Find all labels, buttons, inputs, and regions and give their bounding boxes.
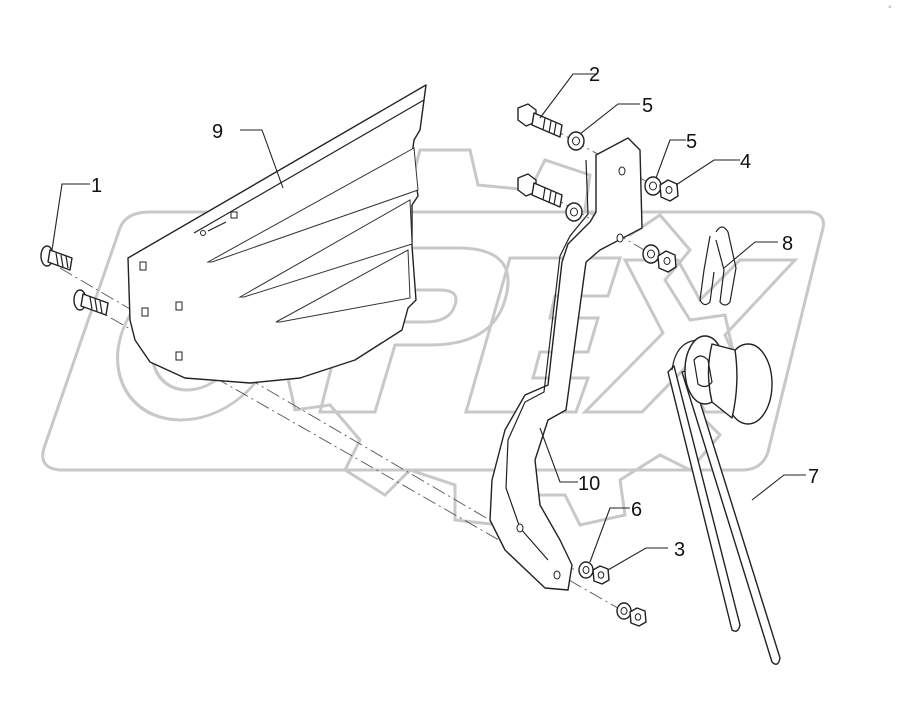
plate-rib-1 [206, 147, 419, 263]
hex-nut-lower-upper [592, 565, 610, 585]
washer-top-left [567, 131, 585, 151]
callout-10: 10 [578, 473, 600, 495]
washer-mid-right [642, 244, 660, 264]
bracket-hole [516, 523, 524, 533]
washer-lower-upper [578, 561, 594, 579]
callout-7: 7 [808, 466, 819, 488]
watermark-letter-e [464, 256, 623, 414]
bracket-hole [553, 570, 561, 580]
hex-bolt-middle [517, 173, 563, 208]
leader-7 [751, 474, 806, 501]
plate-engraving [207, 221, 227, 232]
bracket-arm [489, 137, 643, 591]
callout-5-right: 5 [686, 131, 697, 153]
plate-logo-mark [200, 230, 206, 236]
handle-knob-neck [707, 343, 738, 419]
leader-8 [723, 241, 778, 269]
corner-mark: ° [888, 4, 892, 14]
callout-3: 3 [674, 539, 685, 561]
leader-1 [51, 183, 90, 251]
hex-nut-lower-lower [629, 607, 647, 627]
plate-rib-2 [238, 199, 413, 298]
washer-top-right [644, 176, 662, 196]
watermark-letter-p [318, 246, 510, 414]
leader-3 [607, 547, 668, 571]
plate-hole [175, 301, 183, 311]
bracket-arm-body [489, 137, 643, 591]
callout-4: 4 [740, 151, 751, 173]
spring-clip-wire [699, 226, 737, 306]
hex-bolt-top [517, 103, 563, 138]
bracket-hole [616, 233, 624, 243]
handle-rod-1 [667, 365, 741, 632]
spring-clip [699, 226, 737, 306]
carriage-bolt-upper [40, 245, 73, 271]
leader-10 [539, 427, 578, 483]
washer-lower-lower [616, 602, 632, 620]
callout-2: 2 [589, 64, 600, 86]
bracket-arm-edge [505, 159, 589, 561]
leader-2 [539, 73, 596, 119]
handle-clip-end [693, 355, 713, 388]
hex-nut-top [659, 179, 679, 202]
plate-hole [141, 307, 149, 317]
plate-hole [175, 351, 183, 361]
washer-mid-left [565, 202, 583, 222]
callout-6: 6 [631, 499, 642, 521]
callout-8: 8 [782, 233, 793, 255]
callout-labels: 1 2 3 4 5 5 6 7 8 9 10 [91, 64, 819, 561]
callout-9: 9 [212, 121, 223, 143]
leader-5a [579, 103, 640, 135]
leader-5b [655, 139, 686, 179]
callout-5-top: 5 [642, 95, 653, 117]
leader-lines [51, 73, 806, 571]
handle-assembly [667, 335, 781, 665]
callout-1: 1 [91, 175, 102, 197]
handle-rod-2 [681, 369, 781, 665]
leader-9 [240, 129, 284, 189]
leader-6 [589, 507, 630, 563]
hex-nut-mid [657, 250, 677, 273]
deflector-plate [127, 84, 427, 384]
plate-hole [230, 211, 238, 219]
carriage-bolt-lower [73, 289, 109, 316]
bracket-hole [618, 166, 626, 176]
watermark-frame [41, 210, 825, 472]
leader-4 [675, 159, 740, 186]
plate-rib-3 [275, 249, 411, 323]
plate-edge-line [193, 99, 425, 234]
plate-hole [139, 261, 147, 271]
